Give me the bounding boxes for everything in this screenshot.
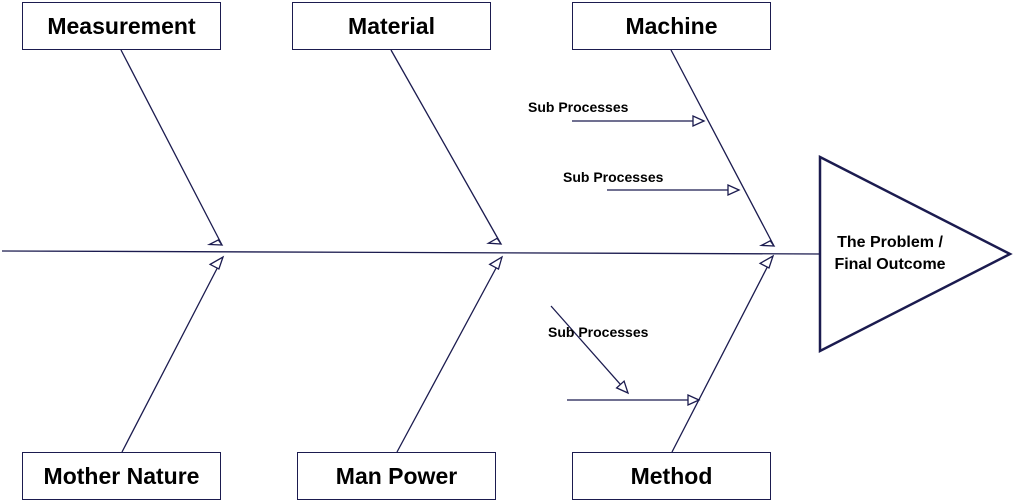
bone-mother-nature [121,256,224,453]
category-mother-nature-box: Mother Nature [22,452,221,500]
sub-arrow-1-arrowhead [692,114,706,128]
category-material-label: Material [348,12,435,39]
category-measurement-label: Measurement [47,12,196,39]
bone-material-arrowhead [486,237,503,245]
category-machine-box: Machine [572,2,771,50]
problem-head-triangle [818,154,1013,354]
sub-arrow-2-arrowhead [727,183,741,197]
category-man-power-box: Man Power [297,452,496,500]
category-measurement-box: Measurement [22,2,221,50]
sub-arrow-3-arrowhead [687,393,701,407]
bone-mother-nature-arrowhead [208,255,225,270]
bone-machine-arrowhead [758,239,776,247]
bone-material [390,49,502,245]
sub-process-label-3: Sub Processes [548,324,649,340]
category-man-power-label: Man Power [335,462,458,489]
bone-measurement-arrowhead [206,239,224,246]
problem-line-1: The Problem / [837,234,943,251]
bone-method [671,255,774,453]
category-machine-label: Machine [625,12,718,39]
spine-line [1,250,821,255]
bone-machine [670,49,775,247]
sub-arrow-4 [550,305,629,394]
problem-line-2: Final Outcome [834,256,946,273]
bone-measurement [120,49,223,246]
bone-man-power-arrowhead [488,255,504,271]
sub-arrow-4-arrowhead [615,380,630,395]
problem-statement: The Problem / Final Outcome [822,232,958,276]
sub-process-label-2: Sub Processes [563,169,664,185]
sub-process-label-1: Sub Processes [528,99,629,115]
category-mother-nature-label: Mother Nature [43,462,200,489]
bone-man-power [396,256,503,453]
category-method-box: Method [572,452,771,500]
category-method-label: Method [630,462,713,489]
category-material-box: Material [292,2,491,50]
bone-method-arrowhead [758,254,775,269]
